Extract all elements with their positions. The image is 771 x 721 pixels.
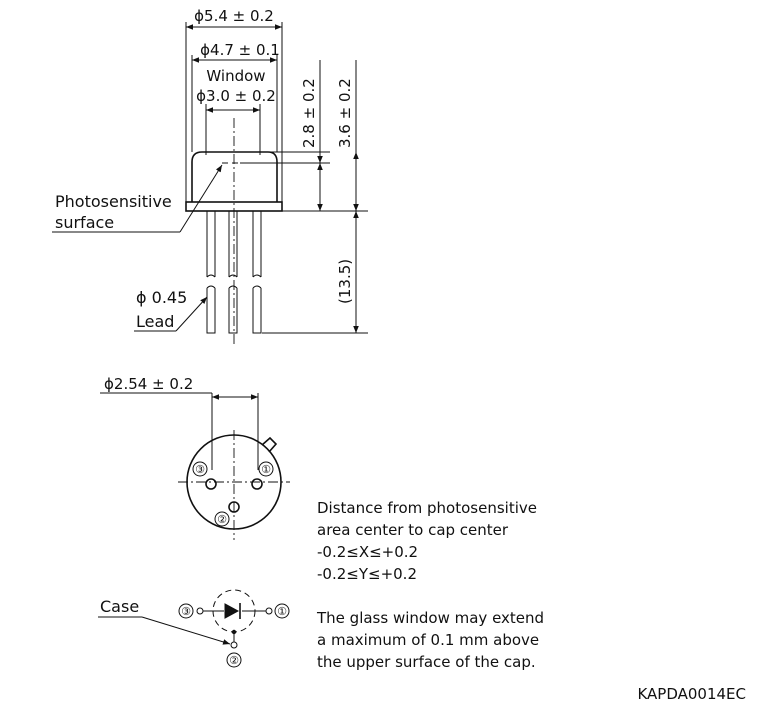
window-diameter-dim: ϕ3.0 ± 0.2	[196, 87, 276, 105]
schematic: ③ ① ② Case	[98, 589, 290, 668]
height-total-dim: 3.6 ± 0.2	[336, 78, 354, 148]
glass-note-line1: The glass window may extend	[316, 609, 544, 627]
tab	[261, 436, 278, 453]
pin2-label-schematic: ②	[229, 654, 239, 667]
height-window-dim: 2.8 ± 0.2	[300, 78, 318, 148]
glass-note-line3: the upper surface of the cap.	[317, 653, 536, 671]
center-note-line3: -0.2≤X≤+0.2	[317, 543, 418, 561]
case-label: Case	[100, 597, 139, 616]
pin-hole-1	[251, 478, 263, 490]
photosensitive-label-line2: surface	[55, 213, 114, 232]
notes: Distance from photosensitive area center…	[316, 499, 544, 671]
pitch-dim: ϕ2.54 ± 0.2	[104, 375, 193, 393]
side-view: ϕ5.4 ± 0.2 ϕ4.7 ± 0.1 Window ϕ3.0 ± 0.2 …	[52, 7, 368, 345]
lead-label: Lead	[136, 312, 174, 331]
leads-upper	[206, 211, 262, 278]
pin2-label-bottom: ②	[217, 513, 227, 526]
center-note-line1: Distance from photosensitive	[317, 499, 537, 517]
pin3-label-bottom: ③	[195, 463, 205, 476]
drawing-code: KAPDA0014EC	[637, 685, 746, 703]
leads-lower	[206, 285, 262, 334]
photosensitive-label-line1: Photosensitive	[55, 192, 172, 211]
bottom-view: ϕ2.54 ± 0.2 ③ ① ②	[100, 375, 290, 540]
diode-symbol	[224, 603, 240, 619]
cap-outline	[191, 151, 278, 202]
pin-hole-2	[228, 501, 240, 513]
center-note-line2: area center to cap center	[317, 521, 509, 539]
glass-note-line2: a maximum of 0.1 mm above	[317, 631, 539, 649]
outer-diameter-dim: ϕ5.4 ± 0.2	[194, 7, 274, 25]
pin3-label-schematic: ③	[181, 605, 191, 618]
pin-hole-3	[205, 478, 217, 490]
lead-length-dim: (13.5)	[336, 259, 354, 304]
cap-diameter-dim: ϕ4.7 ± 0.1	[200, 41, 280, 59]
pin1-label-bottom: ①	[261, 463, 271, 476]
lead-diameter-label: ϕ 0.45	[136, 288, 187, 307]
center-note-line4: -0.2≤Y≤+0.2	[317, 565, 417, 583]
window-label: Window	[206, 67, 265, 85]
pin1-label-schematic: ①	[277, 605, 287, 618]
